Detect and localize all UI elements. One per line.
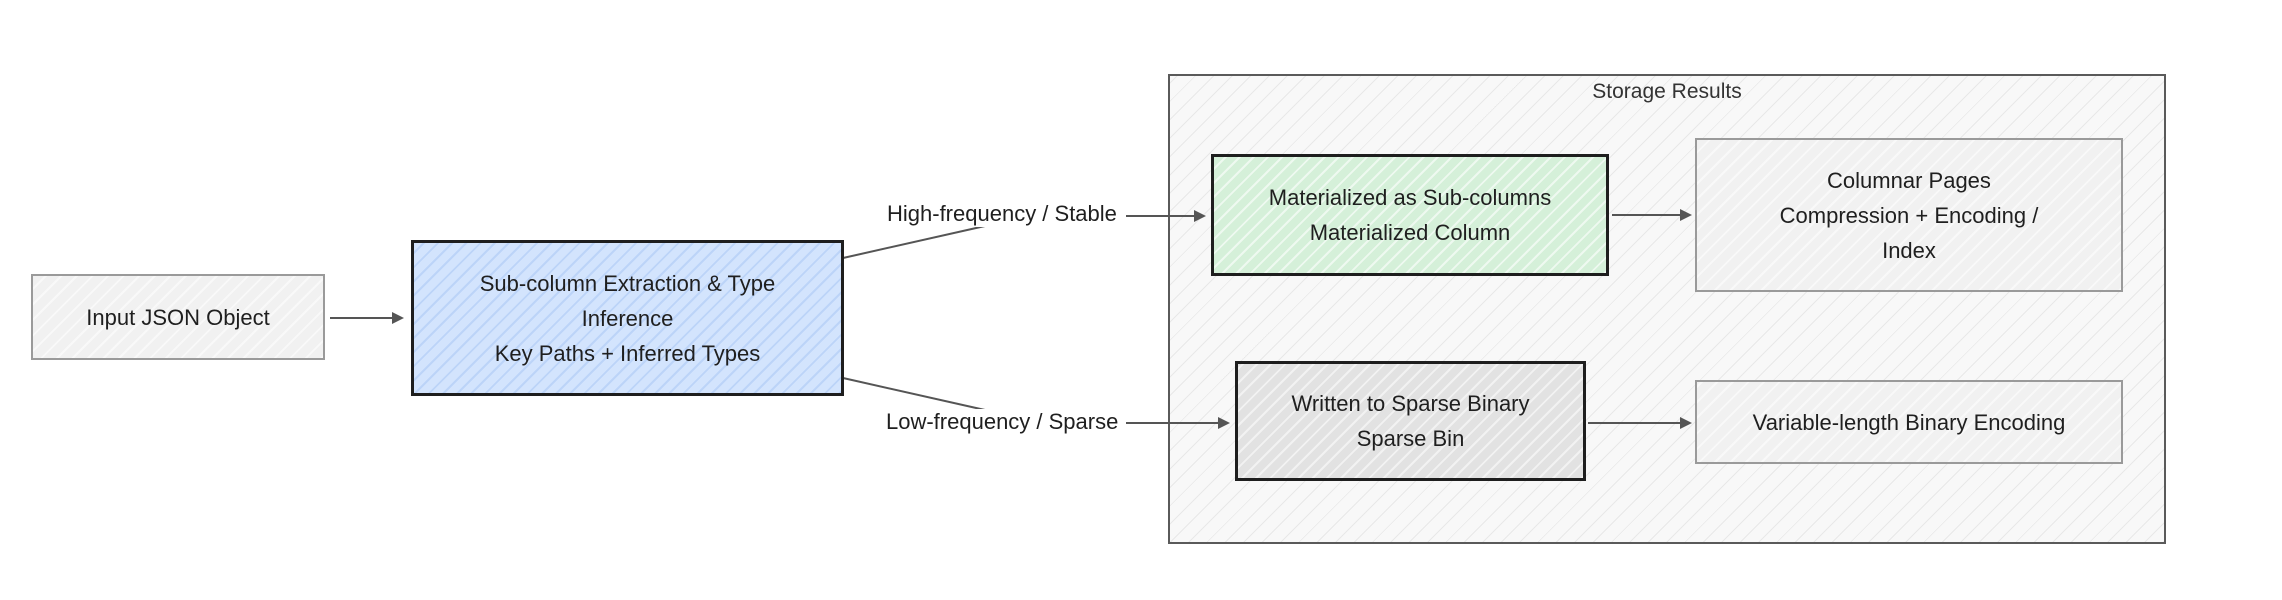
storage-results-title: Storage Results bbox=[1592, 80, 1742, 103]
line-extraction-to-high-label bbox=[842, 225, 986, 259]
input-json-node: Input JSON Object bbox=[31, 274, 325, 360]
line-extraction-to-low-label bbox=[842, 377, 986, 411]
sparse-binary-node: Written to Sparse Binary Sparse Bin bbox=[1235, 361, 1586, 481]
extraction-node: Sub-column Extraction & Type Inference K… bbox=[411, 240, 844, 396]
materialized-label: Materialized as Sub-columns Materialized… bbox=[1268, 185, 1552, 245]
sparse-binary-label: Written to Sparse Binary Sparse Bin bbox=[1291, 391, 1530, 451]
materialized-node: Materialized as Sub-columns Materialized… bbox=[1211, 154, 1609, 276]
variable-length-encoding-label: Variable-length Binary Encoding bbox=[1752, 409, 2066, 435]
variable-length-encoding-node: Variable-length Binary Encoding bbox=[1695, 380, 2123, 464]
low-frequency-edge-label: Low-frequency / Sparse bbox=[884, 409, 1121, 435]
input-json-label: Input JSON Object bbox=[86, 304, 270, 330]
columnar-pages-node: Columnar Pages Compression + Encoding / … bbox=[1695, 138, 2123, 292]
extraction-label: Sub-column Extraction & Type Inference K… bbox=[479, 270, 776, 366]
columnar-pages-label: Columnar Pages Compression + Encoding / … bbox=[1779, 167, 2039, 263]
high-frequency-edge-label: High-frequency / Stable bbox=[885, 201, 1119, 227]
